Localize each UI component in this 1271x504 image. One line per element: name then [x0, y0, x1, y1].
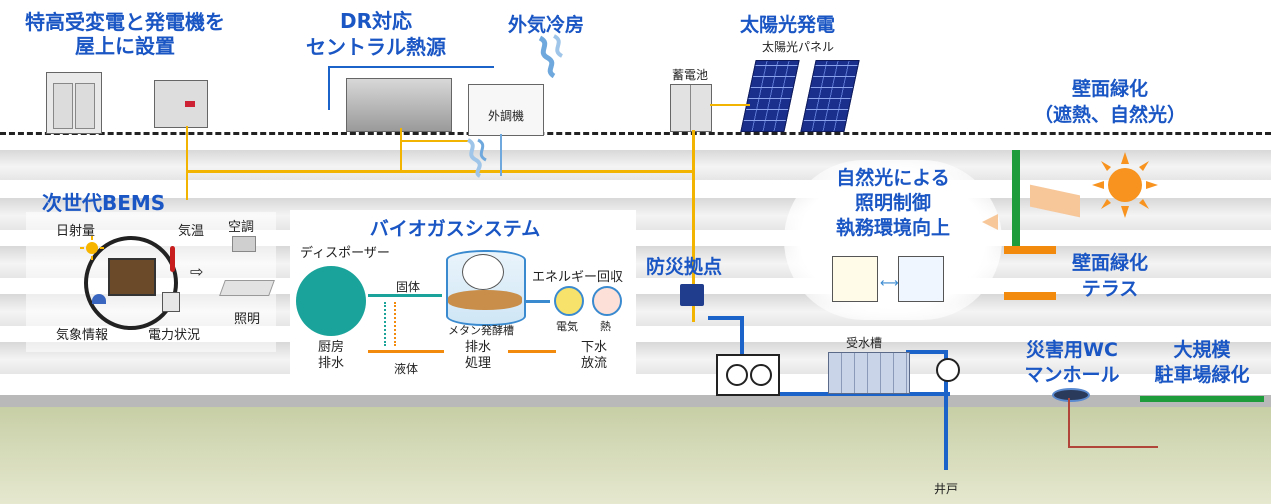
methane-bubble-icon	[462, 254, 504, 290]
thermometer-icon	[170, 246, 175, 272]
sewer-flow-arrow	[508, 350, 556, 353]
terrace-bar-1	[1004, 246, 1056, 254]
disaster-wc-title: 災害用WC マンホール	[1024, 339, 1120, 386]
pump-unit	[716, 354, 780, 396]
air-flow-icon	[466, 138, 487, 178]
power-line-battery	[692, 130, 695, 322]
solar-title: 太陽光発電	[740, 14, 836, 36]
bems-laptop-icon	[108, 258, 156, 296]
liquid-label: 液体	[394, 362, 419, 376]
drain-treat-label: 排水処理	[464, 340, 491, 371]
electric-label: 電気	[556, 320, 578, 333]
water-pipe-1	[708, 316, 744, 320]
office-room-1	[832, 256, 878, 302]
liquid-dotted-line	[394, 302, 396, 346]
bems-temperature-label: 気温	[178, 224, 205, 239]
disposer-label: ディスポーザー	[300, 246, 390, 261]
power-line-dr	[400, 128, 402, 172]
water-tank-label: 受水槽	[846, 336, 883, 350]
methane-label: メタン発酵槽	[448, 324, 514, 337]
office-room-2	[898, 256, 944, 302]
solar-panel-1	[740, 60, 800, 132]
wc-pipe-v	[1068, 398, 1070, 448]
dr-title: DR対応 セントラル熱源	[306, 9, 446, 59]
aircon-icon	[232, 236, 256, 252]
air-duct	[500, 134, 502, 176]
biogas-title: バイオガスシステム	[369, 218, 541, 240]
sun-icon	[1092, 152, 1158, 218]
meter-icon	[162, 292, 180, 312]
bems-title: 次世代BEMS	[42, 191, 166, 215]
disposer-icon	[296, 266, 366, 336]
substation-title: 特高受変電と発電機を 屋上に設置	[25, 10, 225, 58]
liquid-flow-arrow	[368, 350, 444, 353]
heat-icon	[592, 286, 622, 316]
light-fixture-icon	[219, 280, 275, 296]
power-line-roof	[186, 126, 188, 200]
outdoor-unit-label: 外調機	[487, 109, 524, 123]
floor-band-1	[0, 150, 1271, 180]
wall-green-title: 壁面緑化 （遮熱、自然光）	[1033, 78, 1186, 126]
wall-green-bar	[1012, 150, 1020, 246]
water-pipe-5	[906, 350, 946, 354]
solar-panel-label: 太陽光パネル	[762, 40, 835, 54]
well-label: 井戸	[934, 482, 959, 496]
kitchen-label: 厨房排水	[317, 340, 344, 371]
outside-air-wave-icon	[538, 34, 564, 78]
parking-green-bar	[1140, 396, 1264, 402]
solar-panel-2	[800, 60, 860, 132]
power-line-solar	[710, 104, 750, 106]
water-pipe-2	[740, 316, 744, 356]
generator-unit	[154, 80, 208, 128]
central-heat-source	[346, 78, 452, 132]
power-line-dr-h	[400, 140, 470, 142]
solid-label: 固体	[396, 280, 421, 294]
wc-pipe-h	[1068, 446, 1158, 448]
water-pipe-3	[740, 392, 950, 396]
light-arrow	[982, 214, 998, 230]
water-tank	[828, 352, 910, 394]
ground-surface	[0, 395, 1271, 409]
battery-label: 蓄電池	[672, 68, 709, 82]
outdoor-unit: 外調機	[468, 84, 544, 136]
solid-dotted-line	[384, 302, 386, 346]
bems-power-label: 電力状況	[148, 328, 201, 343]
terrace-bar-2	[1004, 292, 1056, 300]
faucet-icon	[680, 284, 704, 306]
power-line-main	[186, 170, 694, 173]
recovery-arrow	[524, 300, 550, 303]
natural-light-title: 自然光による 照明制御 執務環境向上	[835, 167, 950, 239]
bems-weather-label: 気象情報	[56, 328, 109, 343]
manhole-icon	[1052, 388, 1090, 402]
sun-small-icon	[80, 236, 104, 260]
bems-sunlight-label: 日射量	[56, 224, 96, 239]
roof-dashed-line	[0, 132, 1271, 135]
dr-control-line-v	[328, 66, 330, 110]
heat-label: 熱	[600, 320, 611, 333]
parking-title: 大規模 駐車場緑化	[1154, 339, 1250, 386]
wall-terrace-title: 壁面緑化 テラス	[1071, 252, 1148, 300]
disaster-base-title: 防災拠点	[646, 256, 723, 278]
compare-arrow: ⟷	[880, 276, 899, 291]
umbrella-icon	[92, 294, 106, 304]
energy-recovery-label: エネルギー回収	[532, 270, 624, 285]
bems-lighting-label: 照明	[234, 312, 261, 327]
dr-control-line-h	[328, 66, 494, 68]
solid-flow-arrow	[368, 294, 442, 297]
well-pipe	[944, 350, 948, 470]
well-pump-icon	[936, 358, 960, 382]
methane-liquid	[448, 290, 522, 310]
substation-cabinet	[46, 72, 102, 134]
outside-cooling-title: 外気冷房	[508, 14, 585, 36]
ground	[0, 407, 1271, 504]
bems-arrow: ⇨	[190, 262, 204, 281]
battery-unit	[670, 84, 712, 132]
natural-light-panel	[784, 160, 1002, 320]
bulb-icon	[554, 286, 584, 316]
bems-aircon-label: 空調	[228, 220, 255, 235]
bems-cycle-ring	[84, 236, 178, 330]
sewer-label: 下水放流	[580, 340, 607, 371]
